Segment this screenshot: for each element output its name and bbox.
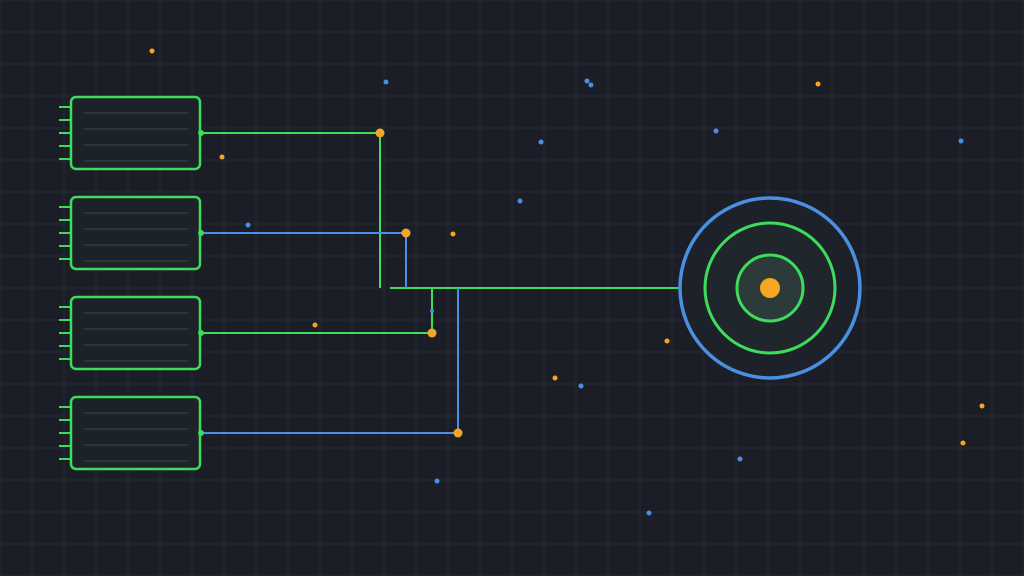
blue-particle: [517, 198, 523, 204]
blue-particle: [538, 139, 544, 145]
orange-particle: [450, 231, 456, 237]
wire-module-1: [200, 132, 381, 288]
pin-module-3: [198, 330, 204, 336]
orange-particle: [312, 322, 318, 328]
blue-particle: [713, 128, 719, 134]
orange-particle: [815, 81, 821, 87]
wire-module-4: [200, 288, 459, 434]
pin-module-2: [198, 230, 204, 236]
wire-module-2: [200, 232, 407, 288]
blue-particle: [383, 79, 389, 85]
module-2[interactable]: [59, 195, 202, 271]
orange-particle: [979, 403, 985, 409]
bus-tap-dot: [430, 309, 434, 313]
module-1[interactable]: [59, 95, 202, 171]
junction-4: [453, 428, 463, 438]
module-body: [69, 95, 202, 171]
blue-particle: [584, 78, 590, 84]
junction-3: [427, 328, 437, 338]
blue-particle: [434, 478, 440, 484]
orange-particle: [552, 375, 558, 381]
module-body: [69, 195, 202, 271]
module-column: [59, 95, 202, 471]
junction-dots: [198, 128, 463, 438]
blue-particle: [737, 456, 743, 462]
target-node[interactable]: [678, 196, 862, 380]
module-body: [69, 295, 202, 371]
blue-particle: [588, 82, 594, 88]
junction-2: [401, 228, 411, 238]
module-3[interactable]: [59, 295, 202, 371]
module-body: [69, 395, 202, 471]
target-core: [760, 278, 780, 298]
pin-module-4: [198, 430, 204, 436]
junction-1: [375, 128, 385, 138]
blue-particle: [578, 383, 584, 389]
pin-module-1: [198, 130, 204, 136]
orange-particle: [664, 338, 670, 344]
orange-particle: [960, 440, 966, 446]
blue-particle: [646, 510, 652, 516]
orange-particle: [149, 48, 155, 54]
module-4[interactable]: [59, 395, 202, 471]
blue-particle: [245, 222, 251, 228]
particles: [149, 48, 985, 516]
orange-particle: [219, 154, 225, 160]
blue-particle: [958, 138, 964, 144]
